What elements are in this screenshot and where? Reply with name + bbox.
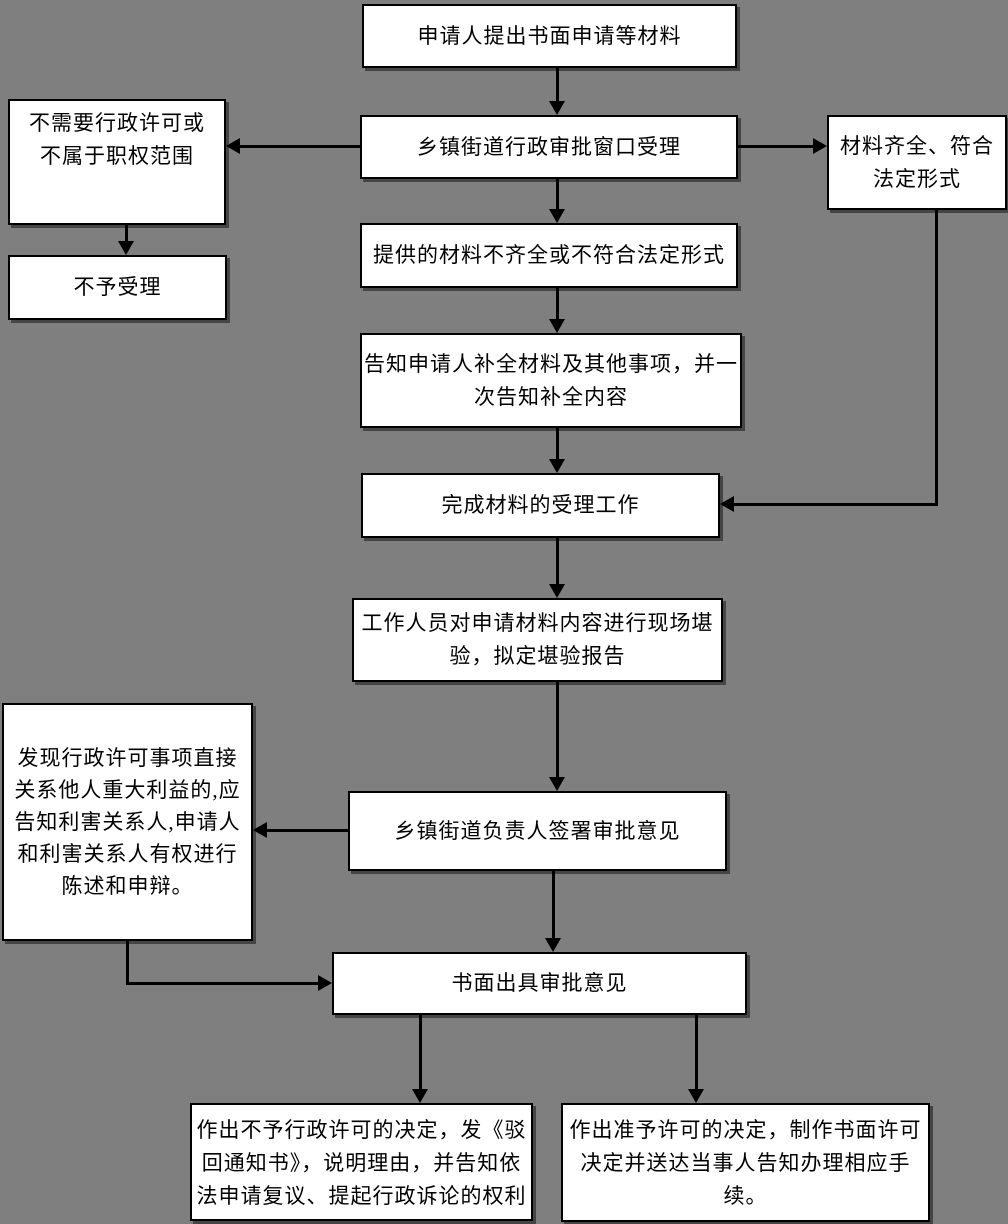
node-approve: 作出准予许可的决定，制作书面许可 决定并送达当事人告知办理相应手 续。 xyxy=(561,1103,930,1222)
arrow-head-down xyxy=(549,777,565,791)
arrow-head-down xyxy=(545,938,561,952)
node-sign: 乡镇街道负责人签署审批意见 xyxy=(348,791,727,871)
node-no-need-label: 不需要行政许可或 不属于职权范围 xyxy=(29,111,205,168)
arrow-line xyxy=(125,225,128,241)
arrow-head-down xyxy=(412,1089,428,1103)
connector-horizontal-line xyxy=(126,982,318,985)
arrow-line xyxy=(695,1015,698,1089)
node-notify-interested-label: 发现行政许可事项直接 关系他人重大利益的,应 告知利害关系人,申请人 和利害关系… xyxy=(14,746,241,898)
node-accept-window: 乡镇街道行政审批窗口受理 xyxy=(360,115,738,179)
arrow-line xyxy=(556,682,559,777)
node-approve-label: 作出准予许可的决定，制作书面许可 决定并送达当事人告知办理相应手 续。 xyxy=(569,1118,922,1208)
node-incomplete-label: 提供的材料不齐全或不符合法定形式 xyxy=(373,243,725,267)
arrow-head-left xyxy=(226,138,240,154)
node-apply: 申请人提出书面申请等材料 xyxy=(362,4,737,68)
node-incomplete: 提供的材料不齐全或不符合法定形式 xyxy=(360,223,738,288)
arrow-head-down xyxy=(549,584,565,598)
arrow-line xyxy=(556,178,559,209)
arrow-line xyxy=(267,829,348,832)
arrow-head-down xyxy=(549,459,565,473)
arrow-line xyxy=(556,538,559,584)
arrow-head-down xyxy=(549,209,565,223)
arrow-line xyxy=(552,871,555,938)
node-reject-label: 作出不予行政许可的决定，发《驳 回通知书》，说明理由，并告知依 法申请复议、提起… xyxy=(196,1118,527,1208)
arrow-head-right xyxy=(318,975,332,991)
arrow-head-down xyxy=(549,101,565,115)
connector-vertical-line xyxy=(126,941,129,985)
node-notify-interested: 发现行政许可事项直接 关系他人重大利益的,应 告知利害关系人,申请人 和利害关系… xyxy=(2,703,253,941)
arrow-head-down xyxy=(118,241,134,255)
connector-vertical-line xyxy=(935,210,938,506)
arrow-line xyxy=(556,288,559,319)
arrow-head-left xyxy=(720,496,734,512)
node-written-opinion-label: 书面出具审批意见 xyxy=(451,971,628,995)
node-complete-label: 材料齐全、符合 法定形式 xyxy=(840,133,994,191)
node-reject: 作出不予行政许可的决定，发《驳 回通知书》，说明理由，并告知依 法申请复议、提起… xyxy=(190,1103,533,1221)
node-sign-label: 乡镇街道负责人签署审批意见 xyxy=(394,818,681,843)
node-site-inspect-label: 工作人员对申请材料内容进行现场堪 验，拟定堪验报告 xyxy=(361,611,714,668)
arrow-head-down xyxy=(549,319,565,333)
node-site-inspect: 工作人员对申请材料内容进行现场堪 验，拟定堪验报告 xyxy=(352,598,723,682)
arrow-line xyxy=(240,145,360,148)
node-accept-window-label: 乡镇街道行政审批窗口受理 xyxy=(417,134,681,159)
arrow-head-left xyxy=(253,822,267,838)
node-not-accept-label: 不予受理 xyxy=(73,275,162,299)
connector-horizontal-line xyxy=(734,503,938,506)
node-inform-label: 告知申请人补全材料及其他事项，并一 次告知补全内容 xyxy=(364,351,738,409)
arrow-line xyxy=(556,428,559,459)
node-written-opinion: 书面出具审批意见 xyxy=(332,952,747,1015)
arrow-head-down xyxy=(688,1089,704,1103)
node-complete: 材料齐全、符合 法定形式 xyxy=(827,115,1007,210)
arrow-head-right xyxy=(813,138,827,154)
node-no-need: 不需要行政许可或 不属于职权范围 xyxy=(8,99,226,225)
arrow-line xyxy=(556,67,559,101)
node-finish-accept-label: 完成材料的受理工作 xyxy=(441,493,640,517)
arrow-line xyxy=(419,1015,422,1089)
node-not-accept: 不予受理 xyxy=(8,255,227,320)
node-inform: 告知申请人补全材料及其他事项，并一 次告知补全内容 xyxy=(360,333,742,428)
node-apply-label: 申请人提出书面申请等材料 xyxy=(417,23,682,48)
arrow-line xyxy=(738,145,813,148)
node-finish-accept: 完成材料的受理工作 xyxy=(361,473,720,538)
